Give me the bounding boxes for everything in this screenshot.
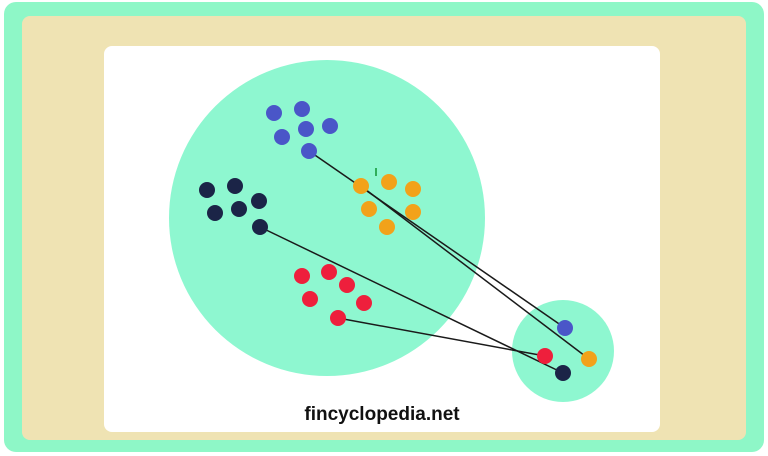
blue-dot — [298, 121, 314, 137]
red-dot — [321, 264, 337, 280]
navy-dot — [252, 219, 268, 235]
orange-dot — [361, 201, 377, 217]
red-dot — [294, 268, 310, 284]
blue-representative-dot — [557, 320, 573, 336]
orange-dot — [381, 174, 397, 190]
navy-dot — [251, 193, 267, 209]
connection-lines — [259, 150, 590, 374]
blue-dot — [294, 101, 310, 117]
site-label: fincyclopedia.net — [304, 404, 460, 425]
orange-connection-line — [360, 185, 590, 360]
small-marker-icon — [375, 168, 377, 176]
red-dot — [356, 295, 372, 311]
orange-representative-dot — [581, 351, 597, 367]
blue-dot — [274, 129, 290, 145]
orange-dot — [405, 204, 421, 220]
orange-dot — [405, 181, 421, 197]
cluster-dots — [199, 101, 597, 381]
navy-dot — [207, 205, 223, 221]
red-representative-dot — [537, 348, 553, 364]
blue-dot — [322, 118, 338, 134]
red-connection-line — [337, 317, 546, 357]
navy-dot — [231, 201, 247, 217]
navy-connection-line — [259, 226, 564, 374]
red-dot — [302, 291, 318, 307]
blue-dot — [266, 105, 282, 121]
blue-connection-line — [308, 150, 566, 329]
red-dot — [339, 277, 355, 293]
blue-dot — [301, 143, 317, 159]
orange-dot — [353, 178, 369, 194]
navy-dot — [199, 182, 215, 198]
navy-dot — [227, 178, 243, 194]
orange-dot — [379, 219, 395, 235]
red-dot — [330, 310, 346, 326]
navy-representative-dot — [555, 365, 571, 381]
small-cluster-circle — [512, 300, 614, 402]
